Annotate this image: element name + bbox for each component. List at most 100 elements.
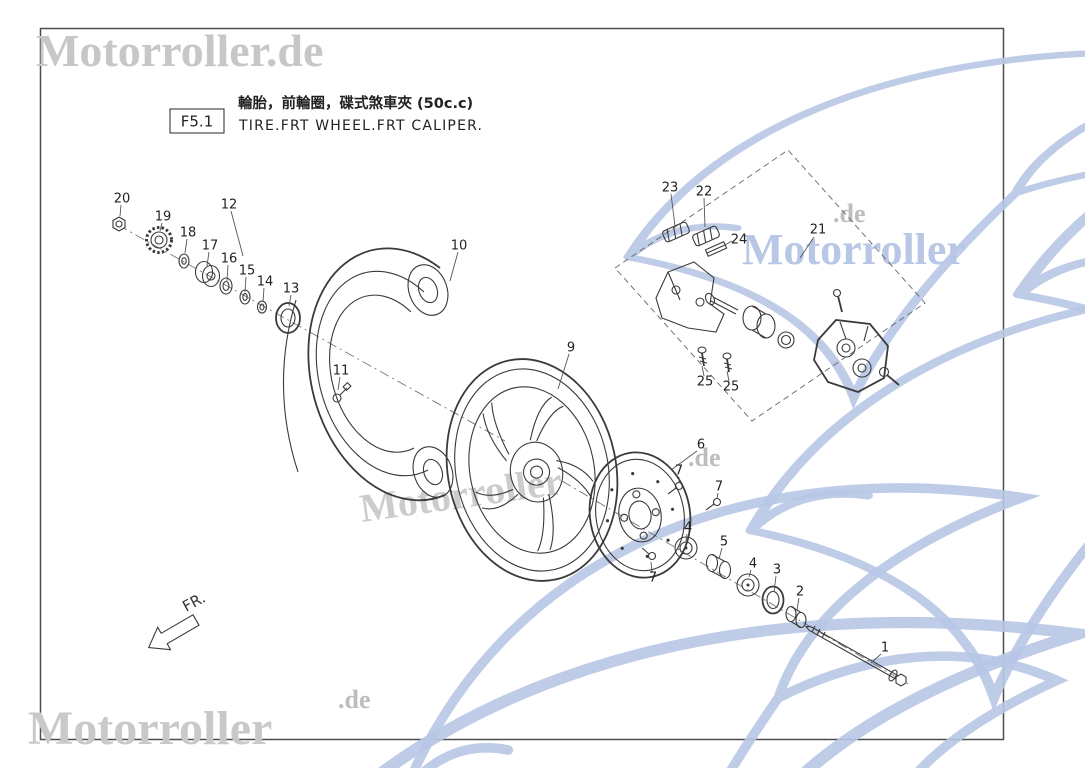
part-callout-25: 25 [723,380,740,395]
part-caliper-bracket [655,261,725,333]
part-callout-5: 5 [720,535,728,550]
axle-centerline-right [561,480,909,685]
callout-leader-4 [748,569,752,578]
callout-leader-22 [703,197,706,228]
callout-leader-2 [796,597,800,611]
part-dust-seal-3 [761,585,785,615]
callout-leader-20 [119,204,122,217]
part-tire [282,247,454,502]
callout-leader-25 [726,370,730,382]
part-callout-7: 7 [715,480,723,495]
part-speedo-gear-19 [145,226,173,254]
callout-leader-23 [670,193,676,227]
caliper-assembly-boundary [614,149,926,422]
watermark-text-right: Motorroller [742,225,966,274]
callout-leader-24 [722,240,733,247]
part-bleed-screw [832,288,843,313]
part-disc-bolt-7c [641,547,657,561]
callout-leader-4 [685,533,688,542]
figure-code-box [169,108,225,134]
part-callout-25: 25 [697,375,714,390]
watermark-layer: Motorroller.de .de Motorroller .de Motor… [28,25,1085,768]
part-callout-22: 22 [696,185,713,200]
part-axle-nut-20 [112,216,126,232]
part-callout-20: 20 [114,192,131,207]
callout-leader-17 [206,251,210,267]
part-callout-19: 19 [155,210,172,225]
callout-leader-10 [449,251,459,282]
page-border-frame [39,27,1005,741]
part-callout-12: 12 [221,198,238,213]
callout-leader-16 [226,264,229,282]
part-caliper-assembly [614,149,926,422]
callout-leader-11 [337,376,341,391]
part-callout-9: 9 [567,341,575,356]
part-callout-1: 1 [881,641,889,656]
part-retainer-ring-16 [219,277,233,295]
watermark-de-right: .de [833,199,866,228]
part-spacer-tube-5 [705,553,732,580]
part-piston-seal [777,331,795,349]
part-bearing-4a [674,536,698,560]
callout-leader-12 [230,210,244,257]
part-callout-7: 7 [675,464,683,479]
part-washer-15 [239,289,251,305]
part-bearing-4b [736,573,760,597]
callout-leader-21 [799,236,815,259]
part-washer-18 [178,253,190,269]
part-callout-2: 2 [796,585,804,600]
callout-leader-25 [701,365,705,377]
axle-centerline-left [117,224,506,442]
part-callout-4: 4 [684,521,692,536]
part-callout-3: 3 [773,563,781,578]
callout-leader-18 [184,238,188,254]
watermark-text-bottom: Motorroller [28,702,272,755]
callout-leader-7 [716,492,719,500]
part-callout-16: 16 [221,252,238,267]
callout-layer: 1234546777910111213141516171819202122232… [114,181,889,664]
part-pad-spring-24 [704,241,728,257]
eagle-logo-watermark-top-right [1017,48,1085,470]
callout-leader-13 [288,294,292,307]
callout-leader-6 [670,450,698,471]
part-ring-14 [256,300,268,314]
fr-direction-arrow: FR. [147,589,208,651]
part-caliper-body [813,319,889,393]
part-brake-disc [588,451,692,579]
part-callout-24: 24 [731,233,748,248]
part-callout-10: 10 [451,239,468,254]
callout-leader-9 [557,353,570,390]
part-bracket-bolt-25b [722,352,733,373]
part-bearing-17 [194,260,221,288]
callout-leader-19 [159,222,163,232]
watermark-de-bottom: .de [338,685,371,714]
title-chinese: 輪胎，前輪圈，碟式煞車夾 (50c.c) [238,94,473,112]
part-callout-13: 13 [283,282,300,297]
title-english: TIRE.FRT WHEEL.FRT CALIPER. [238,118,483,134]
part-wheel-rim [445,358,619,582]
part-spacer-2 [785,605,807,629]
part-brake-pad-22 [692,225,720,247]
fr-label: FR. [179,589,208,616]
callout-leader-5 [718,547,723,560]
watermark-de-center: .de [688,443,721,472]
watermark-text-top-left: Motorroller.de [36,25,323,76]
part-callout-11: 11 [333,364,350,379]
callout-leader-15 [244,276,247,293]
title-block: F5.1 輪胎，前輪圈，碟式煞車夾 (50c.c) TIRE.FRT WHEEL… [169,94,483,134]
part-callout-17: 17 [202,239,219,254]
part-callout-6: 6 [697,438,705,453]
figure-code: F5.1 [181,113,213,131]
part-callout-18: 18 [180,226,197,241]
callout-leader-7 [650,561,653,573]
callout-leader-3 [773,575,777,593]
callout-leader-14 [262,287,265,303]
part-brake-pad-23 [662,221,690,243]
part-caliper-bolt-right [878,366,900,386]
part-callout-15: 15 [239,264,256,279]
part-callout-14: 14 [257,275,274,290]
part-bracket-bolt-25a [697,346,708,367]
part-callout-4: 4 [749,557,757,572]
